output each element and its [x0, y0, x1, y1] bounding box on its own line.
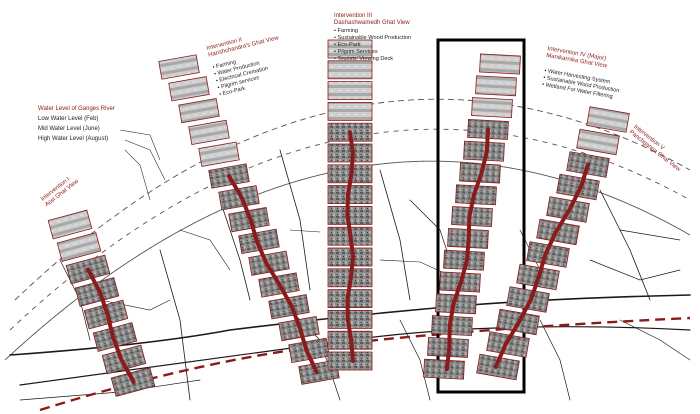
intervention-3-features: Farming Sustainable Wood Production Eco-… [334, 28, 411, 63]
ghat-view-photo [576, 128, 620, 156]
ghat-view-photo [327, 60, 373, 80]
ghat-view-photo [188, 119, 230, 146]
aerial-photo-tile [423, 358, 465, 380]
intervention-route-line [444, 127, 490, 372]
aerial-photo-tile [101, 344, 147, 375]
intervention-3-label: Intervention III Dashashwamedh Ghat View [334, 13, 410, 27]
aerial-photo-tile [327, 351, 373, 371]
intervention-route-line [345, 130, 355, 363]
ghat-view-photo [327, 81, 373, 100]
legend-title: Water Level of Ganges River [38, 106, 115, 112]
aerial-photo-tile [74, 277, 120, 307]
feature-item: Farming [334, 28, 411, 35]
ghat-view-photo [178, 97, 220, 124]
intervention-route-line [493, 162, 590, 369]
feature-item: Tourists' Viewing Deck [334, 56, 411, 63]
intervention-3-subtitle: Dashashwamedh Ghat View [334, 20, 410, 26]
major-intervention-frame [436, 38, 526, 394]
water-level-legend: Water Level of Ganges River Low Water Le… [38, 104, 115, 144]
intervention-route-line [86, 267, 136, 384]
ghat-view-photo [198, 141, 240, 167]
ghat-view-photo [47, 209, 93, 240]
photo-strip-i4 [423, 53, 521, 380]
ghat-view-photo [327, 102, 373, 121]
photo-strip-i2 [158, 54, 340, 385]
aerial-photo-tile [248, 250, 290, 276]
intervention-route-line [227, 174, 319, 375]
photo-strip-i3 [327, 39, 373, 371]
intervention-3-title: Intervention III [334, 13, 373, 19]
feature-item: Pilgrim Services [334, 49, 411, 56]
ghat-view-photo [168, 76, 210, 102]
ghat-view-photo [56, 232, 102, 262]
photo-strip-i5 [476, 106, 630, 381]
ghat-view-photo [158, 54, 200, 80]
ghat-view-photo [475, 75, 517, 97]
ghat-view-photo [479, 53, 521, 75]
feature-item: Sustainable Wood Production [334, 35, 412, 42]
feature-item: Eco-Park [334, 42, 411, 49]
ghat-view-photo [586, 106, 630, 133]
legend-leaders [119, 129, 166, 201]
photo-strip-i1 [47, 209, 156, 397]
aerial-photo-tile [327, 247, 373, 267]
legend-item-high: High Water Level (August) [38, 136, 109, 142]
legend-item-low: Low Water Level (Feb) [38, 116, 99, 122]
legend-item-mid: Mid Water Level (June) [38, 126, 100, 132]
ghat-view-photo [471, 97, 513, 119]
